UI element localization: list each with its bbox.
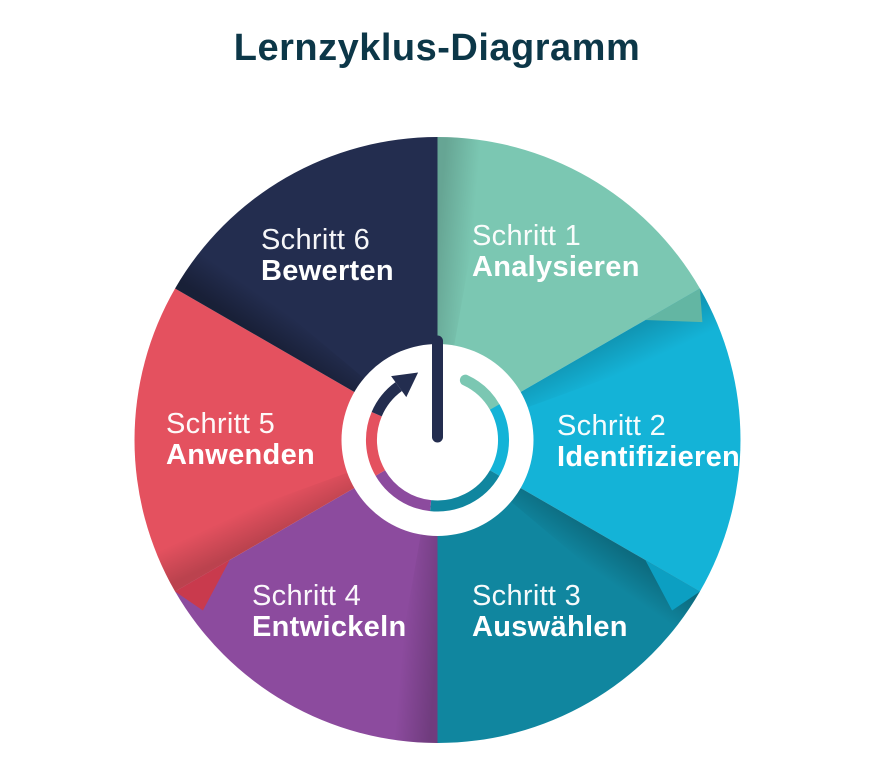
segment-1-label: Schritt 1 Analysieren bbox=[472, 221, 640, 283]
segment-2-name: Identifizieren bbox=[557, 441, 741, 473]
segment-5-wedge bbox=[134, 288, 438, 592]
fold-tip bbox=[645, 560, 700, 611]
boundary-shadow bbox=[384, 534, 438, 743]
segment-5-name: Anwenden bbox=[166, 439, 316, 471]
segment-1-step: Schritt 1 bbox=[472, 220, 582, 252]
segment-2-wedge bbox=[437, 288, 741, 592]
segment-6-name: Bewerten bbox=[261, 255, 394, 287]
segment-6-wedge bbox=[175, 137, 438, 440]
segment-4-step: Schritt 4 bbox=[252, 580, 362, 612]
cycle-refresh-arrow-icon bbox=[365, 335, 509, 512]
boundary-shadow bbox=[152, 472, 355, 592]
ring-arc-5 bbox=[365, 412, 386, 476]
segment-3-wedge bbox=[437, 440, 700, 743]
segment-6-step: Schritt 6 bbox=[261, 224, 371, 256]
segment-1-name: Analysieren bbox=[472, 251, 640, 283]
fold-tip bbox=[175, 560, 230, 611]
ring-arc-4 bbox=[375, 470, 432, 512]
segment-2-step: Schritt 2 bbox=[557, 410, 667, 442]
boundary-shadow bbox=[511, 488, 700, 635]
segment-4-name: Entwickeln bbox=[252, 611, 407, 643]
boundary-shadow bbox=[437, 137, 491, 346]
page-title: Lernzyklus-Diagramm bbox=[233, 27, 641, 69]
fold-tip bbox=[645, 288, 703, 323]
segment-4-label: Schritt 4 Entwickeln bbox=[252, 581, 407, 643]
segment-5-label: Schritt 5 Anwenden bbox=[166, 409, 315, 471]
arrow-head bbox=[391, 372, 419, 398]
segment-1-wedge bbox=[437, 137, 700, 440]
ring-arc-2 bbox=[489, 404, 509, 476]
ring-arc-1 bbox=[459, 374, 501, 413]
segment-2-label: Schritt 2 Identifizieren bbox=[557, 411, 740, 473]
segment-3-name: Auswählen bbox=[472, 611, 628, 643]
boundary-shadow bbox=[175, 245, 364, 392]
segment-4-wedge bbox=[175, 440, 438, 743]
segment-3-label: Schritt 3 Auswählen bbox=[472, 581, 628, 643]
ring-arc-6 bbox=[371, 382, 403, 417]
segment-3-step: Schritt 3 bbox=[472, 580, 582, 612]
segment-6-label: Schritt 6 Bewerten bbox=[261, 225, 394, 287]
ring-arc-3 bbox=[430, 470, 500, 512]
segment-5-step: Schritt 5 bbox=[166, 408, 276, 440]
